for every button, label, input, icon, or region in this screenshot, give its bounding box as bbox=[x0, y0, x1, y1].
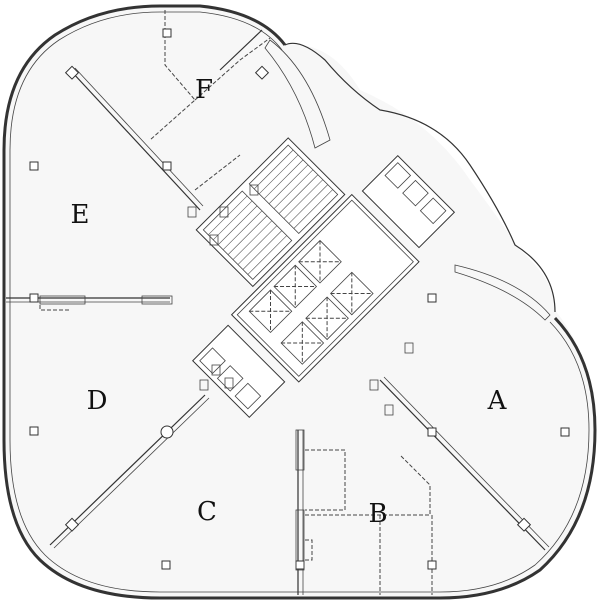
wall-c-d-2 bbox=[53, 397, 210, 549]
wall-e-f-2 bbox=[74, 67, 204, 207]
glazing-f bbox=[264, 39, 331, 149]
wall-a-b bbox=[379, 379, 546, 551]
partition-e bbox=[194, 154, 241, 191]
partition-b-2 bbox=[305, 454, 431, 516]
zone-label-e: E bbox=[71, 200, 90, 230]
column bbox=[29, 293, 39, 303]
service-bulge-outline bbox=[284, 42, 556, 313]
column bbox=[161, 560, 171, 570]
partition-f-2 bbox=[194, 37, 271, 101]
zone-label-a: A bbox=[487, 386, 508, 416]
column bbox=[162, 28, 172, 38]
exterior-wall-inner bbox=[9, 11, 590, 593]
wall-a-b-2 bbox=[383, 376, 550, 548]
partition-segment bbox=[295, 509, 305, 571]
column bbox=[29, 426, 39, 436]
glazing-a bbox=[454, 264, 551, 321]
restroom-fixtures-cd bbox=[199, 364, 234, 391]
wall-f-top bbox=[219, 29, 263, 71]
partition-d-e bbox=[39, 305, 70, 311]
elevators bbox=[248, 239, 374, 365]
column bbox=[560, 427, 570, 437]
wall-c-d bbox=[49, 394, 206, 546]
partition-b-1 bbox=[305, 449, 346, 511]
column bbox=[427, 293, 437, 303]
restroom-fixtures-ef bbox=[187, 184, 259, 246]
partition-segment bbox=[141, 295, 173, 305]
wall-e-f bbox=[71, 71, 201, 211]
column bbox=[295, 560, 305, 570]
column bbox=[64, 65, 80, 80]
partition-segment bbox=[39, 295, 86, 305]
column bbox=[160, 425, 174, 439]
exterior-wall bbox=[2, 4, 597, 600]
zone-label-d: D bbox=[87, 386, 108, 416]
restroom-fixtures-ab bbox=[369, 342, 414, 416]
partition-segment bbox=[295, 429, 305, 471]
column bbox=[64, 517, 80, 532]
zone-label-c: C bbox=[197, 497, 217, 527]
column bbox=[427, 427, 437, 437]
column bbox=[427, 560, 437, 570]
stair-treads bbox=[208, 149, 333, 275]
column bbox=[516, 517, 532, 532]
column bbox=[29, 161, 39, 171]
zone-label-f: F bbox=[195, 75, 213, 105]
partition-c bbox=[305, 539, 313, 561]
column bbox=[254, 65, 270, 80]
central-core bbox=[192, 137, 456, 418]
column bbox=[162, 161, 172, 171]
zone-label-b: B bbox=[368, 499, 387, 529]
